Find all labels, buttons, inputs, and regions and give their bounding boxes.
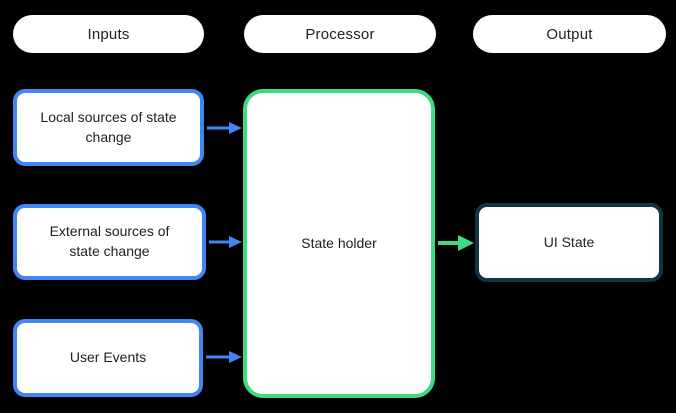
node-user-events: User Events	[13, 319, 203, 397]
column-header-inputs: Inputs	[13, 15, 204, 53]
column-header-inputs-label: Inputs	[87, 25, 130, 43]
column-header-output-label: Output	[546, 25, 593, 43]
node-external-sources-of-state-change: External sources of state change	[13, 204, 206, 280]
node-ui-state-label: UI State	[543, 233, 595, 250]
arrow-local-sources-to-state-holder	[207, 122, 242, 134]
node-user-events-label: User Events	[69, 349, 147, 366]
node-ui-state: UI State	[475, 203, 663, 282]
arrow-state-holder-to-ui-state	[438, 235, 474, 251]
arrow-user-events-to-state-holder	[206, 351, 242, 363]
node-external-sources-label: External sources of state change	[49, 223, 170, 259]
node-local-sources-label: Local sources of state change	[40, 108, 177, 145]
arrow-external-sources-to-state-holder	[209, 236, 242, 248]
node-state-holder-label: State holder	[301, 234, 377, 251]
node-local-sources-of-state-change: Local sources of state change	[13, 89, 204, 166]
column-header-processor: Processor	[244, 15, 436, 53]
node-state-holder: State holder	[243, 89, 435, 398]
column-header-processor-label: Processor	[305, 25, 375, 43]
column-header-output: Output	[473, 15, 666, 53]
